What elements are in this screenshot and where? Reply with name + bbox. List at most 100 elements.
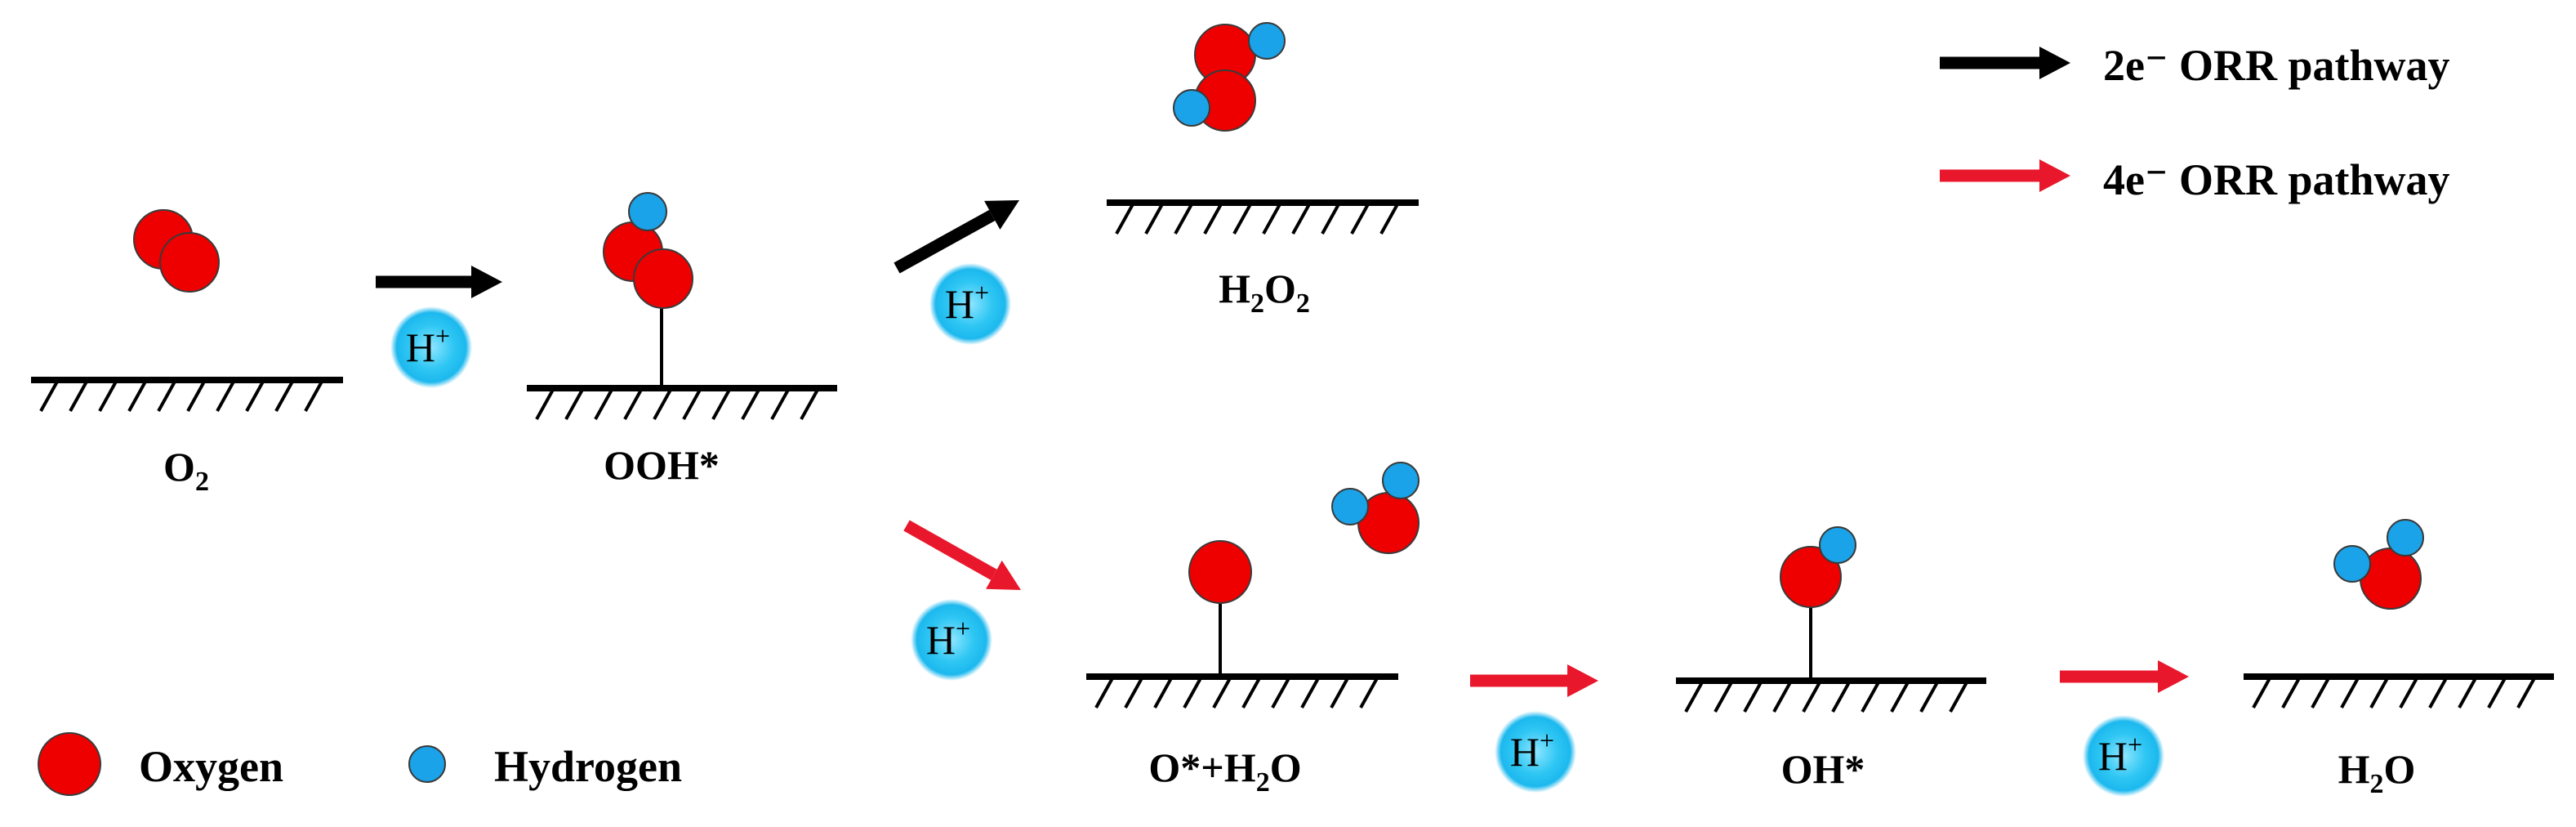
surface-o-h2o-hatch [1094, 677, 1114, 709]
label-oh: OH* [1781, 746, 1865, 792]
surface-h2o [2244, 673, 2554, 709]
proton-label: H+ [945, 278, 989, 327]
surface-o2-hatch [69, 381, 88, 412]
hydrogen-atom [2333, 545, 2371, 583]
surface-h2o2 [1107, 199, 1419, 235]
proton-label: H+ [406, 321, 450, 370]
surface-o2-hatch [304, 381, 323, 412]
surface-h2o2-hatch [1321, 203, 1340, 235]
surface-h2o2-hatch [1379, 203, 1399, 235]
surface-oh-hatch [1919, 682, 1939, 713]
surface-o2-hatch [98, 381, 118, 412]
surface-ooh-hatch [800, 389, 819, 420]
surface-h2o-hatch [2340, 677, 2360, 709]
surface-o2-hatch [127, 381, 147, 412]
surface-ooh-hatch [770, 389, 790, 420]
surface-h2o-hatch [2428, 677, 2448, 709]
proton-badge: H+ [911, 599, 992, 681]
surface-oh-hatch [1890, 682, 1910, 713]
surface-ooh-hatch [682, 389, 702, 420]
arrow-4e-step2-head [986, 560, 1021, 590]
surface-h2o2-hatch [1232, 203, 1252, 235]
surface-oh-hatch [1861, 682, 1880, 713]
hydrogen-atom [408, 745, 446, 783]
hydrogen-atom [1819, 526, 1856, 564]
surface-h2o-hatch [2311, 677, 2330, 709]
hydrogen-atom [1248, 22, 1286, 60]
proton-badge: H+ [390, 306, 472, 388]
surface-ooh-hatch [594, 389, 613, 420]
arrow-4e-step2-shaft [903, 520, 997, 580]
surface-o-h2o [1086, 673, 1398, 709]
surface-oh [1676, 677, 1986, 713]
surface-ooh-hatch [711, 389, 731, 420]
arrow-4e-step4-head [2158, 660, 2189, 693]
surface-ooh-hatch [741, 389, 760, 420]
oxygen-atom [633, 248, 693, 309]
surface-o2 [31, 377, 343, 412]
surface-ooh-hatch [535, 389, 555, 420]
surface-o2-hatch [39, 381, 59, 412]
surface-oh-hatch [1743, 682, 1763, 713]
oxygen-atom [38, 732, 101, 796]
surface-ooh [527, 385, 837, 420]
surface-h2o-hatch [2516, 677, 2536, 709]
proton-label: H+ [1510, 726, 1554, 775]
proton-badge: H+ [929, 263, 1011, 345]
proton-glow [1495, 711, 1576, 793]
surface-o2-hatch [157, 381, 176, 412]
proton-badge: H+ [1495, 711, 1576, 793]
surface-h2o-hatch [2281, 677, 2301, 709]
proton-label: H+ [2098, 730, 2142, 779]
surface-oh-hatch [1772, 682, 1792, 713]
surface-oh-hatch [1714, 682, 1733, 713]
arrow-4e-step3 [1470, 664, 1598, 697]
surface-o-h2o-hatch [1153, 677, 1173, 709]
surface-ooh-hatch [623, 389, 643, 420]
hydrogen-atom [628, 192, 667, 231]
legend-4e-arrow [1940, 159, 2070, 192]
legend-4e-arrow-head [2039, 159, 2070, 192]
label-o2: O2 [163, 444, 209, 497]
surface-o2-hatch [186, 381, 206, 412]
surface-oh-hatch [1684, 682, 1704, 713]
surface-h2o-hatch [2252, 677, 2271, 709]
surface-o-h2o-hatch [1300, 677, 1320, 709]
proton-glow [911, 599, 992, 681]
proton-label: H+ [926, 614, 970, 663]
surface-o-h2o-hatch [1183, 677, 1202, 709]
hydrogen-atom [2387, 519, 2424, 557]
surface-oh-hatch [1802, 682, 1821, 713]
surface-o2-hatch [216, 381, 235, 412]
surface-h2o2-hatch [1262, 203, 1281, 235]
oxygen-atom [1188, 540, 1252, 604]
surface-o-h2o-hatch [1271, 677, 1290, 709]
surface-h2o-hatch [2399, 677, 2418, 709]
arrow-4e-step4 [2060, 660, 2189, 693]
surface-h2o2-hatch [1115, 203, 1134, 235]
hydrogen-atom [1331, 488, 1369, 525]
arrow-2e-step1 [376, 266, 502, 298]
oxygen-atom [159, 232, 220, 293]
legend-2e-label: 2e⁻ ORR pathway [2103, 41, 2450, 90]
surface-oh-hatch [1831, 682, 1851, 713]
arrow-4e-step3-head [1567, 664, 1598, 697]
arrow-2e-step2 [894, 200, 1019, 274]
proton-glow [390, 306, 472, 388]
surface-o-h2o-hatch [1241, 677, 1261, 709]
legend-4e-label: 4e⁻ ORR pathway [2103, 155, 2450, 204]
surface-o-h2o-hatch [1212, 677, 1232, 709]
surface-h2o2-hatch [1203, 203, 1223, 235]
surface-o2-hatch [274, 381, 294, 412]
legend-2e-arrow-head [2039, 47, 2070, 79]
hydrogen-atom [1173, 89, 1210, 127]
arrow-2e-step1-head [471, 266, 502, 298]
proton-glow [929, 263, 1011, 345]
arrow-2e-step2-shaft [894, 209, 996, 274]
label-h2o2: H2O2 [1219, 266, 1310, 319]
surface-h2o-hatch [2487, 677, 2507, 709]
label-o-h2o: O*+H2O [1148, 744, 1301, 798]
surface-o-h2o-hatch [1124, 677, 1143, 709]
proton-badge: H+ [2083, 715, 2164, 797]
proton-glow [2083, 715, 2164, 797]
